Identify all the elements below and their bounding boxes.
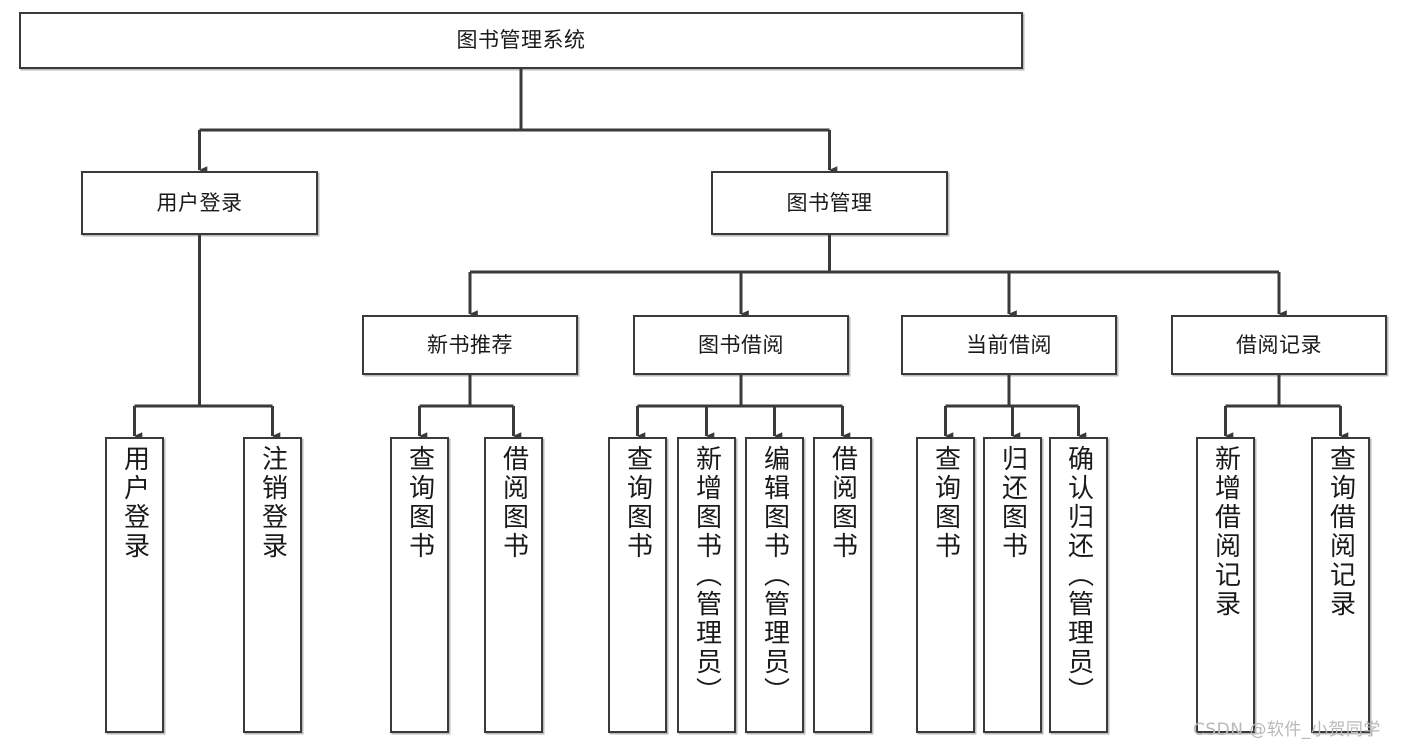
node-l10[interactable]: 归还图书: [983, 437, 1042, 733]
node-label: 查询图书: [404, 445, 435, 561]
node-label: 编辑图书（管理员）: [759, 445, 790, 706]
node-current[interactable]: 当前借阅: [901, 315, 1117, 375]
node-l4[interactable]: 借阅图书: [484, 437, 543, 733]
node-l9[interactable]: 查询图书: [916, 437, 975, 733]
node-label: 当前借阅: [966, 332, 1052, 357]
csdn-watermark: CSDN @软件_小贺同学: [1193, 720, 1381, 740]
node-login[interactable]: 用户登录: [81, 171, 318, 235]
node-label: 新增借阅记录: [1210, 445, 1241, 619]
node-l6[interactable]: 新增图书（管理员）: [677, 437, 736, 733]
node-label: 用户登录: [119, 445, 150, 561]
node-l2[interactable]: 注销登录: [243, 437, 302, 733]
node-label: 新书推荐: [427, 332, 513, 357]
node-label: 图书管理系统: [456, 28, 586, 53]
node-l8[interactable]: 借阅图书: [813, 437, 872, 733]
node-label: 图书管理: [786, 190, 873, 215]
node-label: 用户登录: [156, 190, 243, 215]
node-label: 借阅图书: [498, 445, 529, 561]
node-root[interactable]: 图书管理系统: [19, 12, 1023, 69]
node-borrow[interactable]: 图书借阅: [633, 315, 849, 375]
node-label: 借阅记录: [1236, 332, 1322, 357]
node-label: 查询借阅记录: [1325, 445, 1356, 619]
node-newbook[interactable]: 新书推荐: [362, 315, 578, 375]
node-label: 注销登录: [257, 445, 288, 561]
node-l11[interactable]: 确认归还（管理员）: [1049, 437, 1108, 733]
node-l13[interactable]: 查询借阅记录: [1311, 437, 1370, 733]
node-l12[interactable]: 新增借阅记录: [1196, 437, 1255, 733]
node-label: 查询图书: [930, 445, 961, 561]
node-label: 图书借阅: [698, 332, 784, 357]
node-record[interactable]: 借阅记录: [1171, 315, 1387, 375]
node-label: 确认归还（管理员）: [1063, 445, 1094, 706]
node-label: 新增图书（管理员）: [691, 445, 722, 706]
edges: [133, 69, 1349, 440]
node-label: 借阅图书: [827, 445, 858, 561]
node-l7[interactable]: 编辑图书（管理员）: [745, 437, 804, 733]
node-label: 查询图书: [622, 445, 653, 561]
node-label: 归还图书: [997, 445, 1028, 561]
node-l5[interactable]: 查询图书: [608, 437, 667, 733]
node-bookmgmt[interactable]: 图书管理: [711, 171, 948, 235]
node-l1[interactable]: 用户登录: [105, 437, 164, 733]
node-l3[interactable]: 查询图书: [390, 437, 449, 733]
